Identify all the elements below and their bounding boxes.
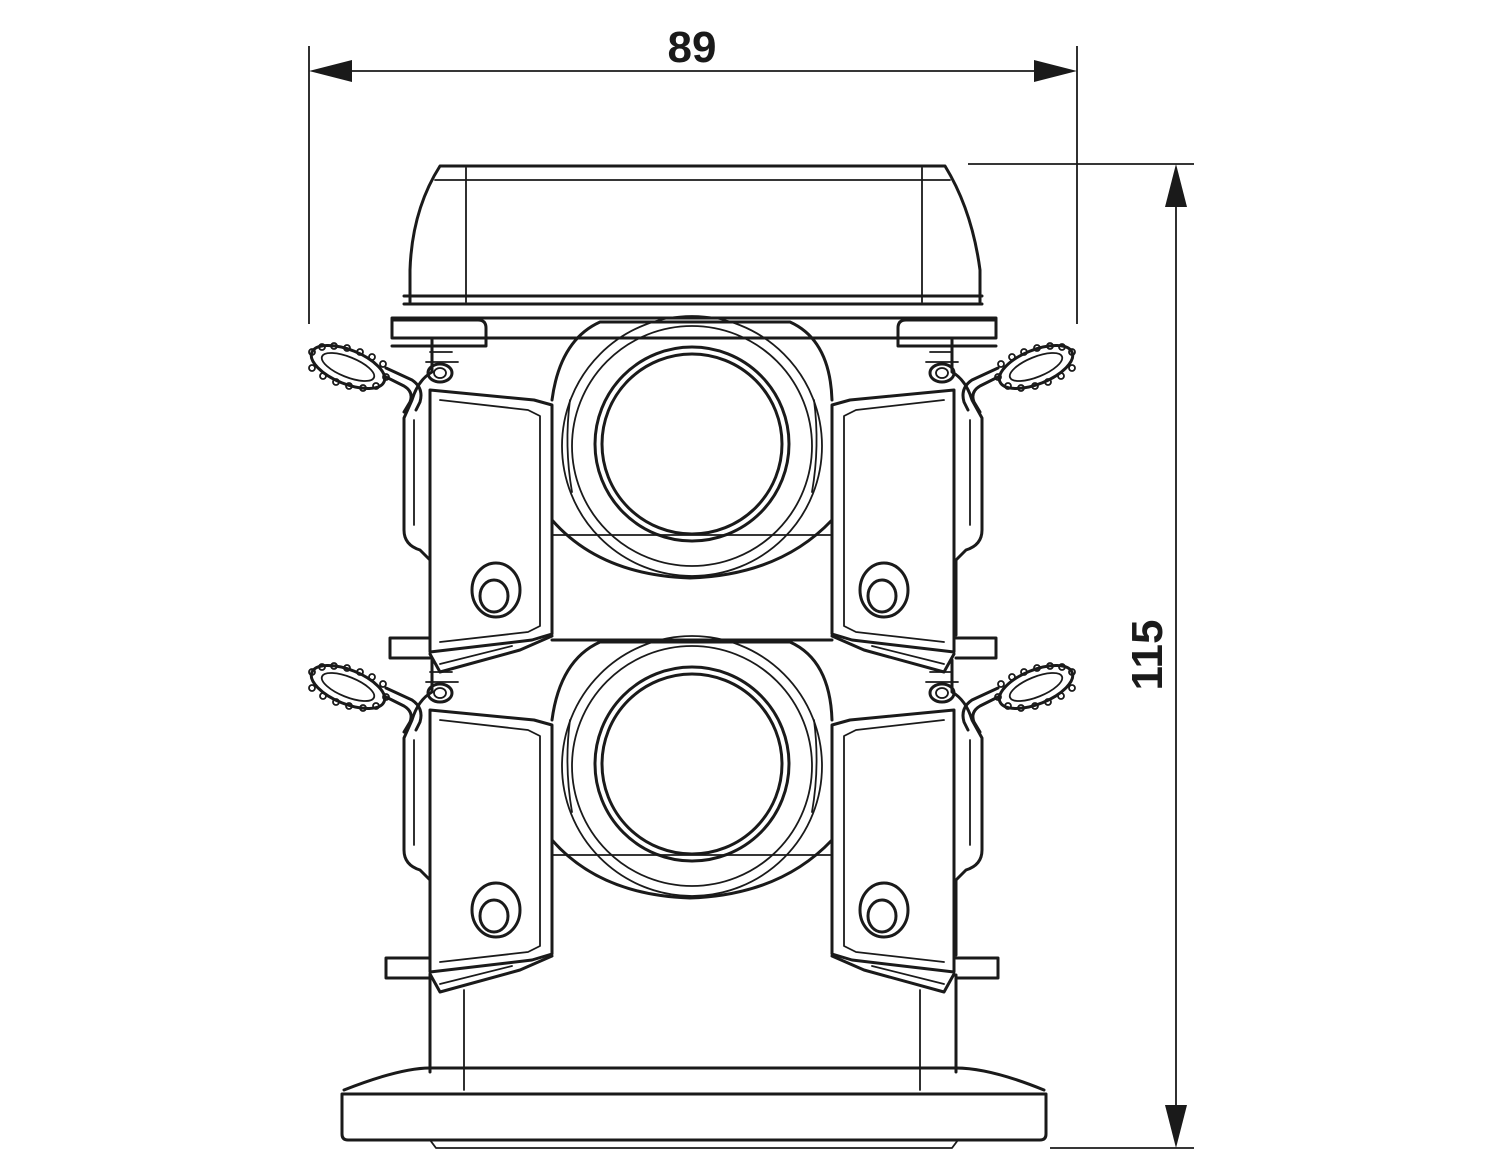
lower-clamp-stage (305, 636, 1078, 992)
height-dimension: 115 (968, 163, 1194, 1149)
top-cover (390, 164, 998, 348)
base (340, 956, 1048, 1149)
width-label: 89 (668, 23, 717, 72)
middle-flange (388, 636, 998, 660)
height-label: 115 (1123, 620, 1172, 691)
width-dimension: 89 (308, 23, 1078, 324)
upper-clamp-stage (305, 316, 1078, 672)
